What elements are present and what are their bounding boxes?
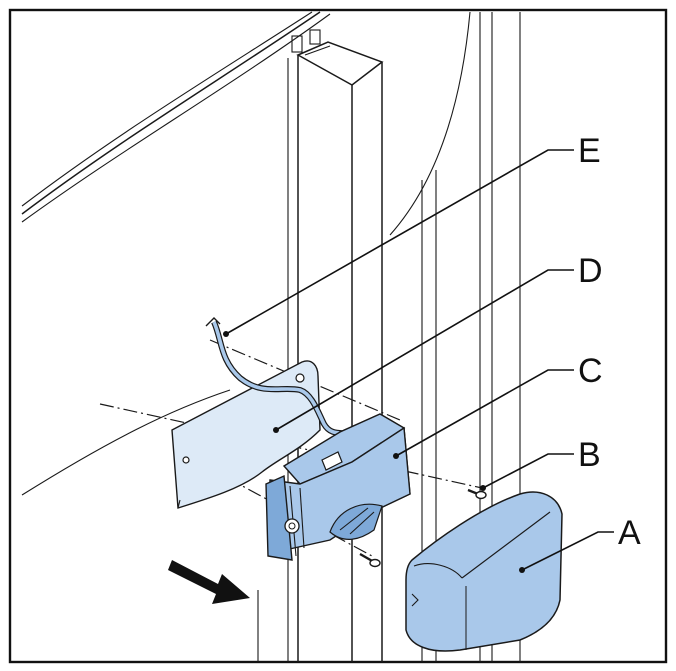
leader-d	[275, 269, 574, 431]
cover-part-a	[405, 491, 563, 652]
cable-part-e	[205, 317, 358, 439]
leader-a	[521, 531, 614, 571]
mounting-plate-part-d	[171, 360, 321, 509]
callout-label-d: D	[578, 252, 603, 290]
removal-direction-arrow-icon	[168, 560, 250, 604]
leader-b	[482, 453, 574, 489]
callout-label-c: C	[578, 352, 603, 390]
screw-icon	[359, 552, 381, 568]
screw-part-b	[467, 488, 487, 500]
figure-frame	[8, 8, 668, 664]
callout-label-e: E	[578, 132, 601, 170]
control-unit-part-c	[265, 413, 411, 561]
leader-lines	[223, 149, 614, 573]
leader-e	[225, 149, 574, 335]
callout-label-a: A	[618, 514, 641, 552]
leader-c	[395, 369, 574, 457]
callout-labels: E D C B A	[578, 132, 641, 552]
callout-label-b: B	[578, 436, 601, 474]
